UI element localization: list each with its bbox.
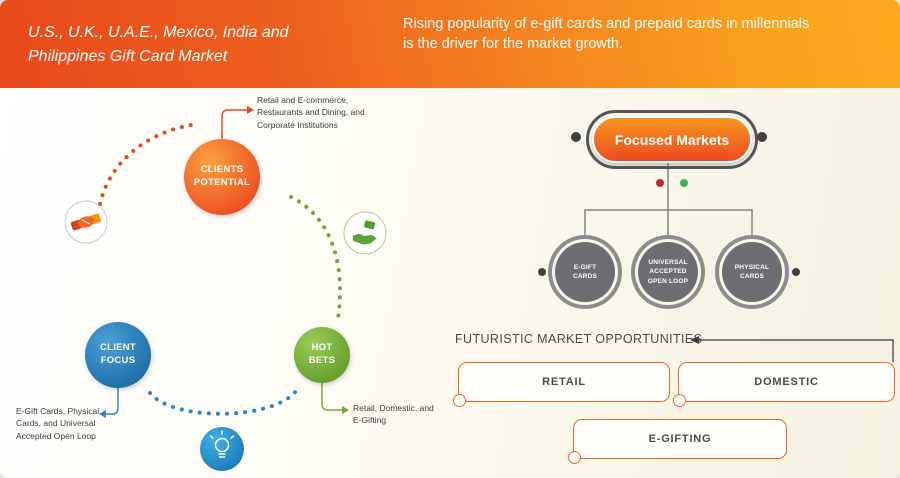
clients-potential-note: Retail and E-commerce, Restaurants and D… [257,95,365,130]
arrow-left-icon [99,410,106,418]
header-subtitle: Rising popularity of e-gift cards and pr… [403,16,810,53]
red-dot [656,179,664,187]
header-band: U.S., U.K., U.A.E., Mexico, India and Ph… [0,0,900,88]
lightbulb-icon [200,427,244,471]
hand-money-icon [343,211,387,255]
hot-bets-node: HOT BETS [294,327,350,383]
segment-physical-cards: PHYSICAL CARDS [722,242,782,302]
clients-potential-connector [221,106,254,141]
green-dot [680,179,688,187]
opportunity-box-retail: RETAIL [453,362,670,407]
segment-universal-open-loop: UNIVERSAL ACCEPTED OPEN LOOP [638,242,698,302]
segments-right-dot [792,268,800,276]
clients-potential-node: CLIENTS POTENTIAL [184,139,260,215]
hot-bets-connector [321,383,349,414]
corner-dot [673,394,686,407]
opportunity-label: DOMESTIC [754,376,819,388]
focused-markets-tree [584,163,753,238]
pill-left-dot [571,132,581,142]
client-focus-node: CLIENT FOCUS [85,322,151,388]
focused-markets-pill: Focused Markets [586,110,758,169]
green-dotted-arc [289,195,342,320]
segment-egift-cards: E-GIFT CARDS [555,242,615,302]
opportunity-label: RETAIL [542,376,586,388]
segments-left-dot [538,268,546,276]
client-focus-connector [99,388,119,418]
hot-bets-note: Retail, Domestic, and E-Gifting [353,403,434,426]
arrow-right-icon [342,406,349,414]
opportunities-heading: FUTURISTIC MARKET OPPORTUNITIES [455,332,703,346]
opportunity-box-domestic: DOMESTIC [673,362,895,407]
opportunity-label: E-GIFTING [648,433,712,445]
page-title: U.S., U.K., U.A.E., Mexico, India and Ph… [28,24,289,65]
corner-dot [453,394,466,407]
blue-dotted-arc [148,389,298,416]
opportunity-box-egifting: E-GIFTING [568,419,787,464]
opportunities-arrow [690,336,894,362]
pill-right-dot [757,132,767,142]
corner-dot [568,451,581,464]
arrow-right-icon [247,106,254,114]
orange-dotted-arc [98,122,200,206]
focused-markets-title: Focused Markets [592,116,752,163]
handshake-icon [64,200,108,244]
client-focus-note: E-Gift Cards, Physical Cards, and Univer… [16,406,100,441]
